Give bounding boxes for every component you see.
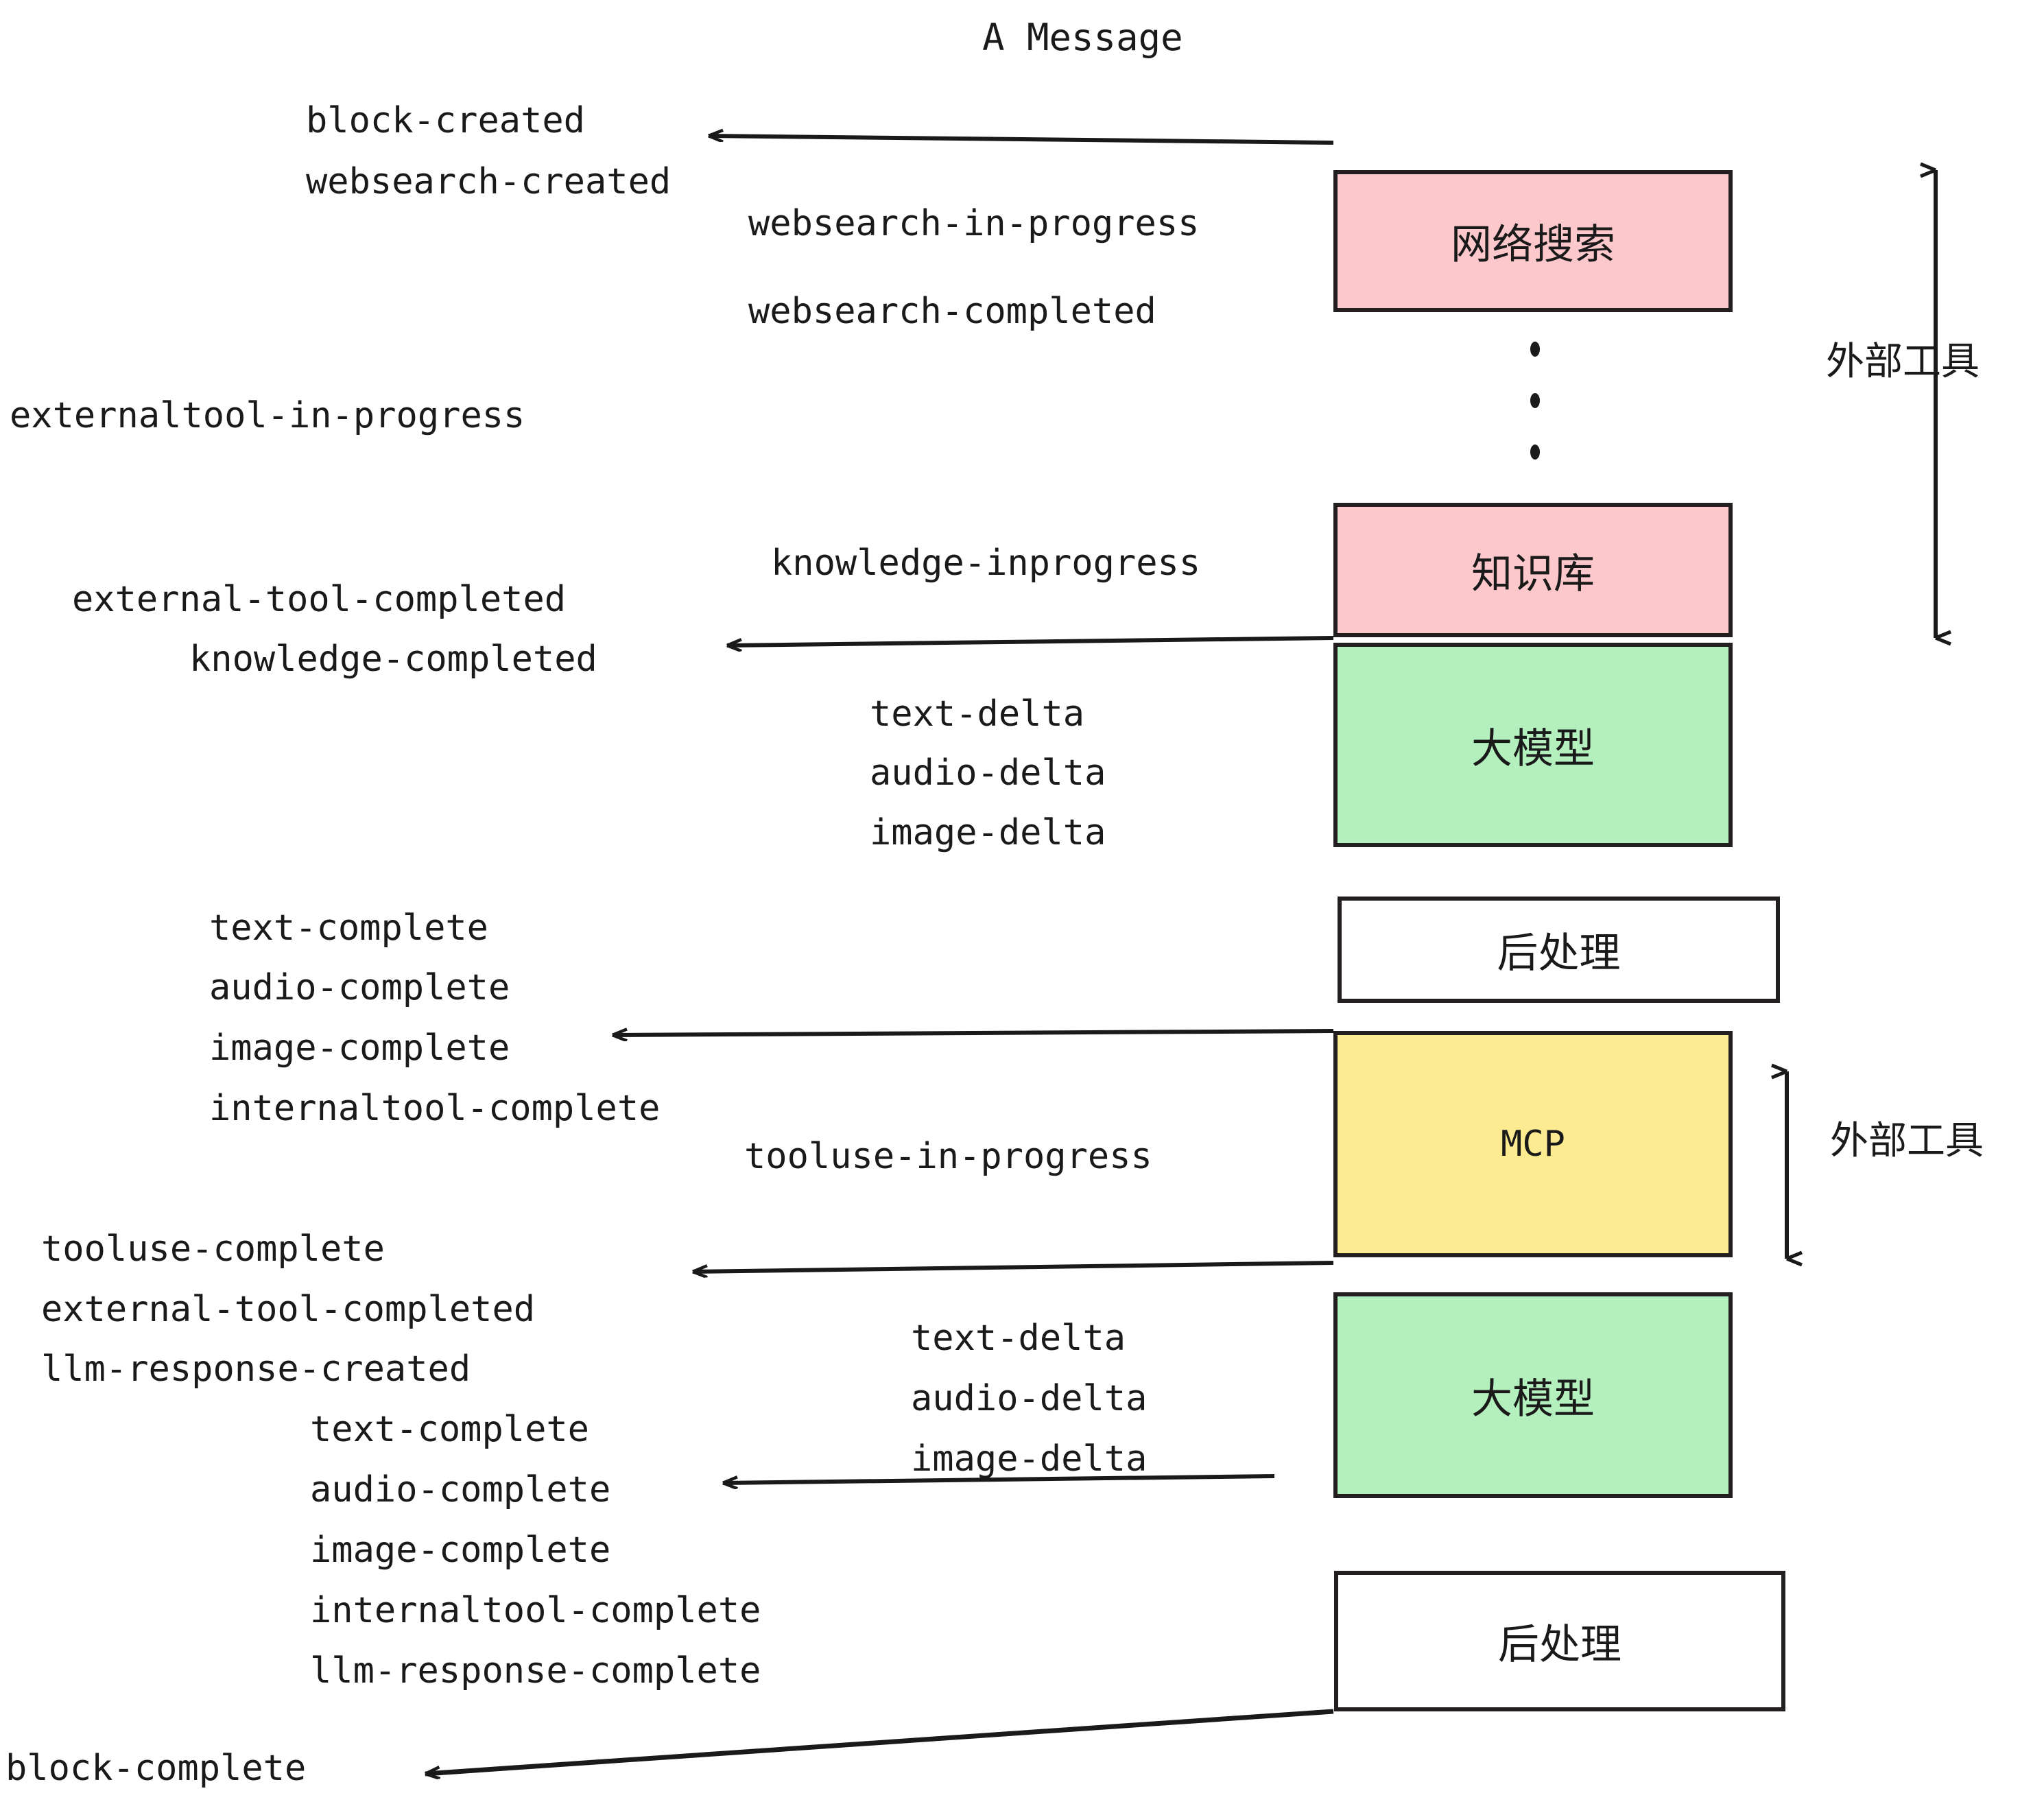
event-block-created: block-created	[306, 100, 585, 141]
event-knowledge-completed: knowledge-completed	[189, 639, 597, 680]
ellipsis-dots	[1528, 342, 1542, 460]
box-llm-top[interactable]: 大模型	[1333, 643, 1733, 847]
event-audio-delta-1: audio-delta	[870, 752, 1106, 794]
event-internaltool-complete-2: internaltool-complete	[310, 1590, 761, 1631]
event-audio-complete-2: audio-complete	[310, 1469, 611, 1510]
event-websearch-completed: websearch-completed	[748, 291, 1156, 332]
event-audio-delta-2: audio-delta	[911, 1378, 1148, 1419]
event-text-complete-1: text-complete	[209, 907, 488, 949]
event-knowledge-inprogress: knowledge-inprogress	[771, 543, 1201, 584]
region-label-external-tool-bottom: 外部工具	[1830, 1119, 1984, 1163]
box-postprocess-top-label: 后处理	[1497, 929, 1621, 977]
arrow-llm-top-to-image-complete	[613, 1031, 1334, 1035]
event-websearch-in-progress: websearch-in-progress	[748, 203, 1200, 244]
event-image-delta-2: image-delta	[911, 1438, 1148, 1480]
box-mcp-label: MCP	[1501, 1124, 1565, 1165]
event-text-delta-2: text-delta	[911, 1318, 1126, 1359]
box-websearch[interactable]: 网络搜索	[1333, 170, 1733, 312]
box-postprocess-bottom-label: 后处理	[1498, 1621, 1621, 1669]
box-postprocess-bottom[interactable]: 后处理	[1334, 1571, 1785, 1711]
event-image-complete-2: image-complete	[310, 1530, 611, 1571]
diagram-title: A Message	[982, 16, 1183, 59]
event-websearch-created: websearch-created	[306, 161, 672, 202]
arrow-knowledge-to-completed	[727, 636, 1334, 645]
event-image-delta-1: image-delta	[870, 812, 1106, 853]
box-llm-top-label: 大模型	[1471, 724, 1595, 773]
event-llm-response-created: llm-response-created	[41, 1349, 471, 1390]
arrow-websearch-to-block-created	[709, 136, 1334, 145]
arrow-mcp-to-tooluse-complete	[693, 1261, 1334, 1272]
box-websearch-label: 网络搜索	[1451, 221, 1615, 269]
event-tooluse-in-progress: tooluse-in-progress	[744, 1136, 1152, 1177]
box-knowledge-label: 知识库	[1471, 549, 1595, 598]
box-mcp[interactable]: MCP	[1333, 1031, 1733, 1257]
event-audio-complete-1: audio-complete	[209, 967, 510, 1008]
event-tooluse-complete: tooluse-complete	[41, 1229, 385, 1270]
region-label-external-tool-top: 外部工具	[1826, 340, 1980, 384]
event-text-delta-1: text-delta	[870, 693, 1085, 735]
event-text-complete-2: text-complete	[310, 1409, 589, 1450]
box-knowledge[interactable]: 知识库	[1333, 503, 1733, 637]
box-postprocess-top[interactable]: 后处理	[1338, 897, 1780, 1003]
event-internaltool-complete-1: internaltool-complete	[209, 1088, 661, 1129]
box-llm-bottom[interactable]: 大模型	[1333, 1292, 1733, 1498]
event-external-tool-completed-2: external-tool-completed	[41, 1289, 536, 1330]
event-image-complete-1: image-complete	[209, 1028, 510, 1069]
box-llm-bottom-label: 大模型	[1471, 1375, 1595, 1423]
event-block-complete: block-complete	[5, 1748, 307, 1789]
arrow-postprocess-to-block-complete	[425, 1709, 1334, 1774]
event-external-tool-completed-1: external-tool-completed	[72, 579, 567, 620]
event-externaltool-in-progress: externaltool-in-progress	[10, 395, 525, 436]
event-llm-response-complete: llm-response-complete	[310, 1650, 761, 1692]
